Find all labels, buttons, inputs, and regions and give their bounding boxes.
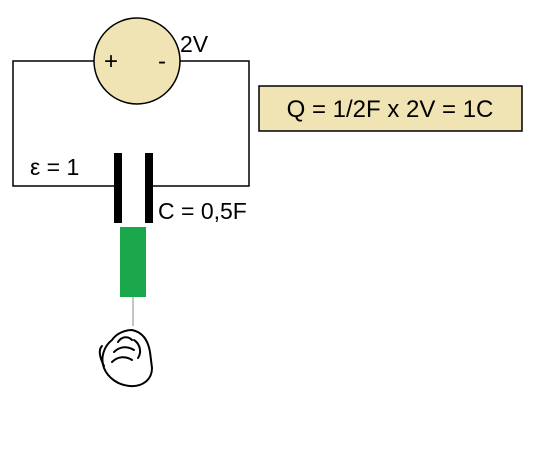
capacitance-label: C = 0,5F <box>158 198 247 224</box>
circuit-wire <box>12 60 250 187</box>
plus-terminal-sign: + <box>104 48 118 75</box>
formula-text: Q = 1/2F x 2V = 1C <box>287 96 494 123</box>
capacitor-plate-right <box>145 153 153 223</box>
formula-box <box>258 85 523 132</box>
minus-terminal-sign: - <box>158 48 166 75</box>
voltage-label: 2V <box>180 31 209 57</box>
dielectric-slab[interactable] <box>120 227 146 297</box>
permittivity-label: ε = 1 <box>30 154 79 180</box>
voltage-source <box>93 17 181 105</box>
pulling-hand-icon[interactable] <box>98 329 153 388</box>
capacitor-plate-left <box>114 153 122 223</box>
